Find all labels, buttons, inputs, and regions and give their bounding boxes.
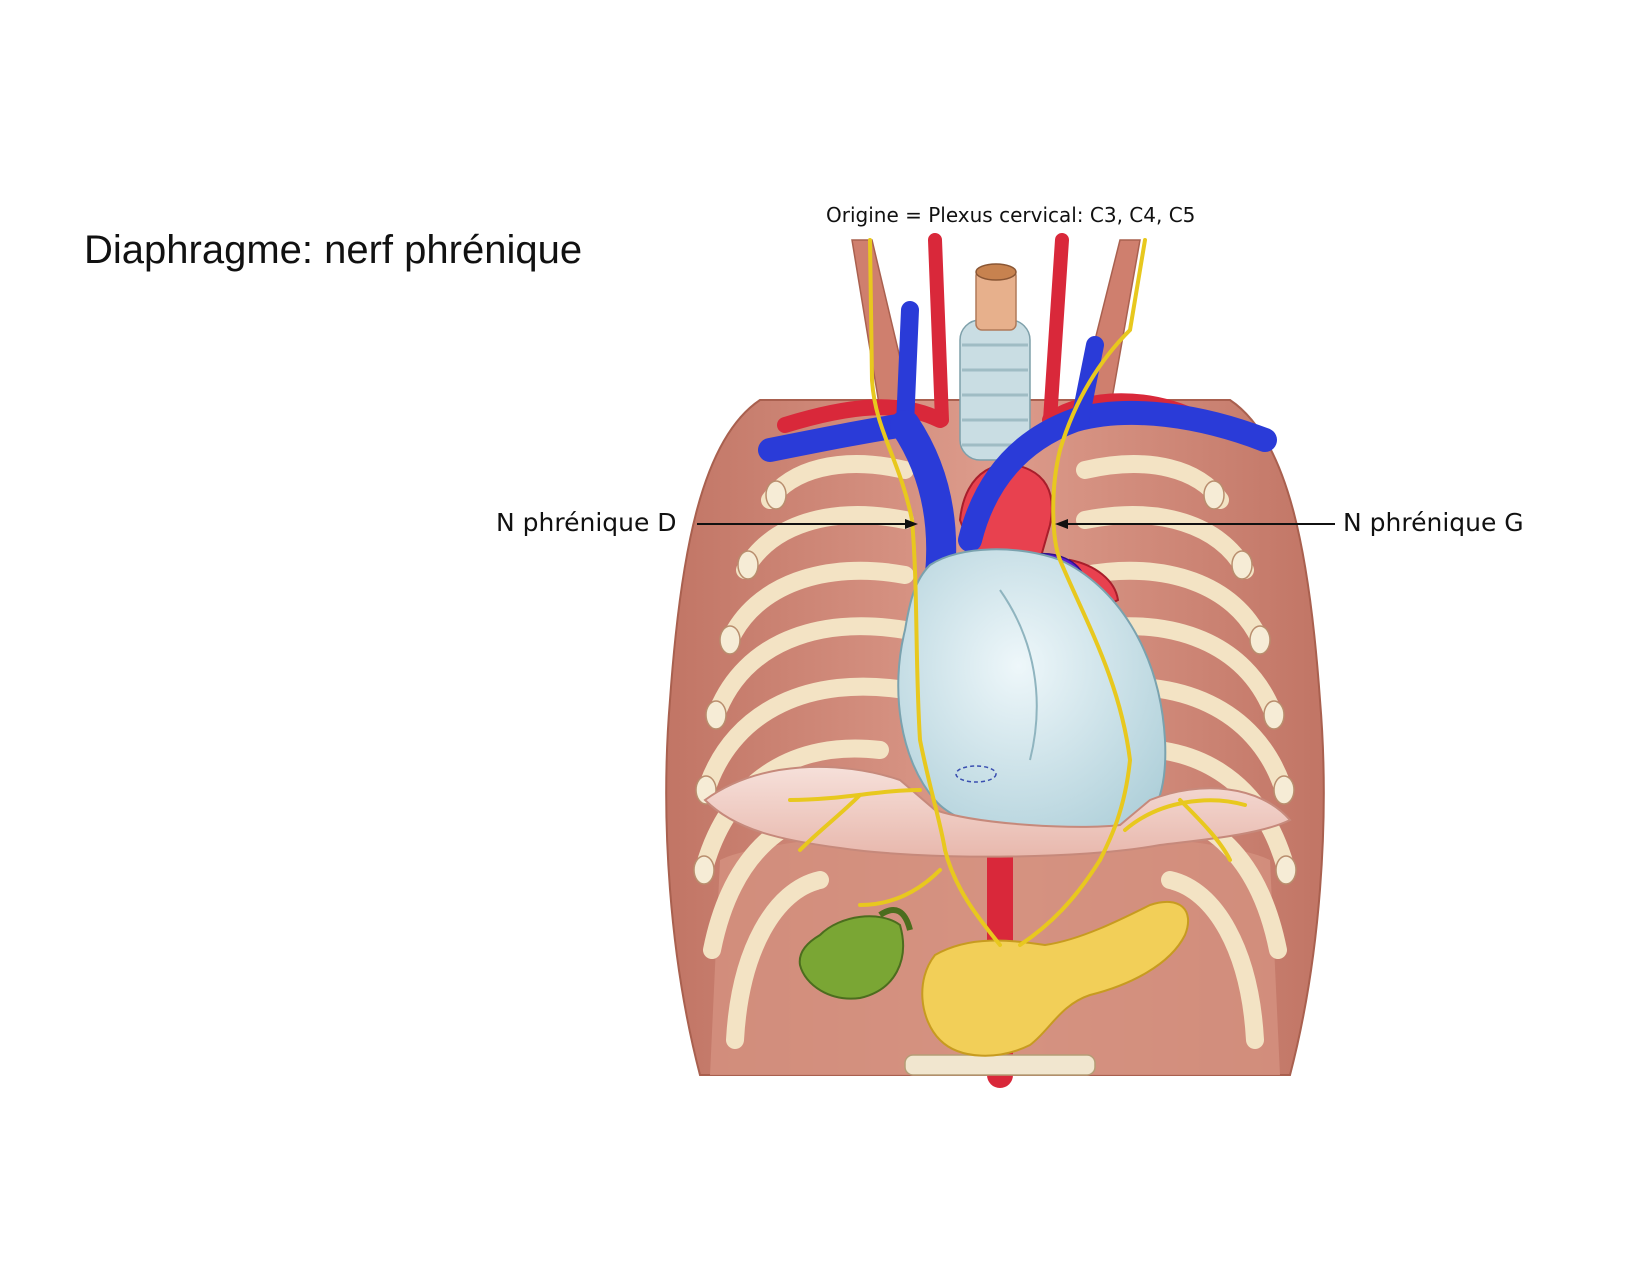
origin-label: Origine = Plexus cervical: C3, C4, C5 [826, 203, 1196, 227]
left-carotid-artery [1043, 233, 1069, 427]
gallbladder-duct [878, 907, 913, 931]
right-jugular-vein [896, 301, 919, 434]
right-phrenic-nerve-label: N phrénique D [496, 508, 677, 537]
heart-dashed-marker [955, 765, 997, 783]
left-nerve-arrowhead [1055, 519, 1068, 529]
left-phrenic-nerve [1051, 238, 1147, 862]
right-carotid-artery [928, 233, 949, 427]
slide-title: Diaphragme: nerf phrénique [84, 228, 583, 272]
pancreas [921, 900, 1190, 1057]
diaphragm [703, 765, 1292, 858]
heart-contour-line [999, 589, 1038, 761]
right-phrenic-nerve [868, 238, 947, 852]
left-phrenic-nerve-label: N phrénique G [1343, 508, 1524, 537]
right-subclavian-artery [777, 399, 948, 433]
leader-lines [697, 519, 1335, 529]
rib-cartilage-edges [693, 480, 1297, 885]
gallbladder [798, 915, 905, 1000]
veins [758, 301, 1277, 590]
superior-vena-cava [890, 410, 957, 590]
right-nerve-arrowhead [905, 519, 918, 529]
esophagus [975, 263, 1017, 331]
phrenic-nerves [788, 238, 1247, 947]
